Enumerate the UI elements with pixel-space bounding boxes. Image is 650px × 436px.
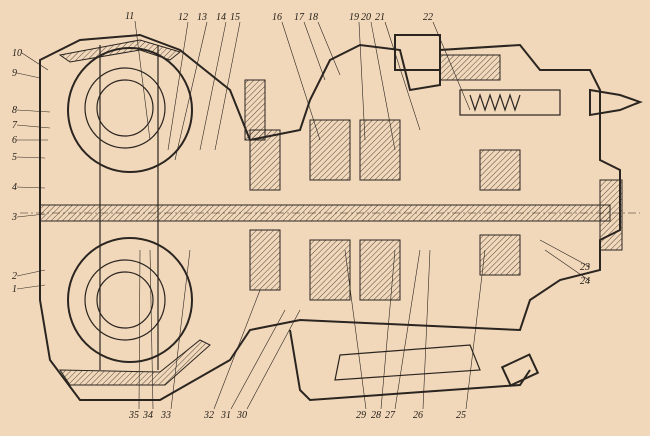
callout-18: 18 <box>308 12 318 23</box>
callout-11: 11 <box>125 11 134 22</box>
leader-line-27 <box>394 249 421 410</box>
callout-9: 9 <box>12 68 17 79</box>
leader-line-28 <box>380 249 396 410</box>
leader-line-29 <box>344 249 367 410</box>
leader-line-16 <box>281 21 321 141</box>
callout-25: 25 <box>456 410 466 421</box>
leader-line-15 <box>214 21 241 151</box>
callout-12: 12 <box>178 12 188 23</box>
governor-valve-body <box>244 34 643 141</box>
leader-line-22 <box>432 21 471 111</box>
callout-24: 24 <box>580 276 590 287</box>
leader-line-7 <box>16 124 51 129</box>
leader-line-10 <box>21 52 49 71</box>
callout-26: 26 <box>413 410 423 421</box>
callout-29: 29 <box>356 410 366 421</box>
callout-35: 35 <box>128 410 139 421</box>
leader-lines <box>16 20 591 410</box>
callout-6: 6 <box>12 135 17 146</box>
leader-line-20 <box>370 21 396 151</box>
callout-22: 22 <box>423 12 433 23</box>
callout-33: 33 <box>160 410 171 421</box>
torque-converter <box>67 45 193 370</box>
leader-line-1 <box>16 284 46 290</box>
callout-31: 31 <box>220 410 231 421</box>
callout-16: 16 <box>272 12 282 23</box>
leader-line-23 <box>539 239 591 268</box>
callout-17: 17 <box>294 12 305 23</box>
leader-line-30 <box>246 309 301 410</box>
leader-line-31 <box>230 309 286 410</box>
callout-32: 32 <box>203 410 214 421</box>
callout-34: 34 <box>142 410 153 421</box>
leader-line-3 <box>16 213 46 218</box>
callout-3: 3 <box>11 212 17 223</box>
callout-8: 8 <box>12 105 17 116</box>
leader-line-32 <box>213 289 261 410</box>
leader-line-21 <box>384 21 421 131</box>
callout-20: 20 <box>361 12 371 23</box>
leader-line-4 <box>16 186 46 189</box>
leader-line-34 <box>149 249 154 410</box>
leader-line-5 <box>16 156 46 159</box>
leader-line-12 <box>167 21 189 151</box>
callout-2: 2 <box>12 271 17 282</box>
leader-line-24 <box>544 249 591 282</box>
callout-19: 19 <box>349 12 359 23</box>
callout-4: 4 <box>12 182 17 193</box>
callout-27: 27 <box>385 410 396 421</box>
callout-15: 15 <box>230 12 240 23</box>
leader-line-9 <box>16 72 41 79</box>
leader-line-26 <box>422 249 431 410</box>
leader-line-8 <box>16 109 51 113</box>
callout-10: 10 <box>12 48 22 59</box>
leader-line-35 <box>138 249 141 410</box>
callout-28: 28 <box>371 410 381 421</box>
leader-line-19 <box>358 21 366 141</box>
leader-line-14 <box>199 21 227 151</box>
leader-line-33 <box>170 249 191 410</box>
leader-line-11 <box>134 20 151 141</box>
callout-13: 13 <box>197 12 207 23</box>
callout-30: 30 <box>236 410 247 421</box>
callout-21: 21 <box>375 12 385 23</box>
leader-line-17 <box>303 21 326 81</box>
callout-5: 5 <box>12 152 17 163</box>
oil-pan <box>289 329 540 402</box>
leader-line-18 <box>317 21 341 76</box>
callout-14: 14 <box>216 12 226 23</box>
leader-line-2 <box>16 269 46 277</box>
callout-1: 1 <box>12 284 17 295</box>
callout-7: 7 <box>12 120 18 131</box>
callout-23: 23 <box>580 262 590 273</box>
leader-line-25 <box>465 249 486 410</box>
main-shaft <box>20 179 640 251</box>
leader-line-13 <box>174 21 208 161</box>
